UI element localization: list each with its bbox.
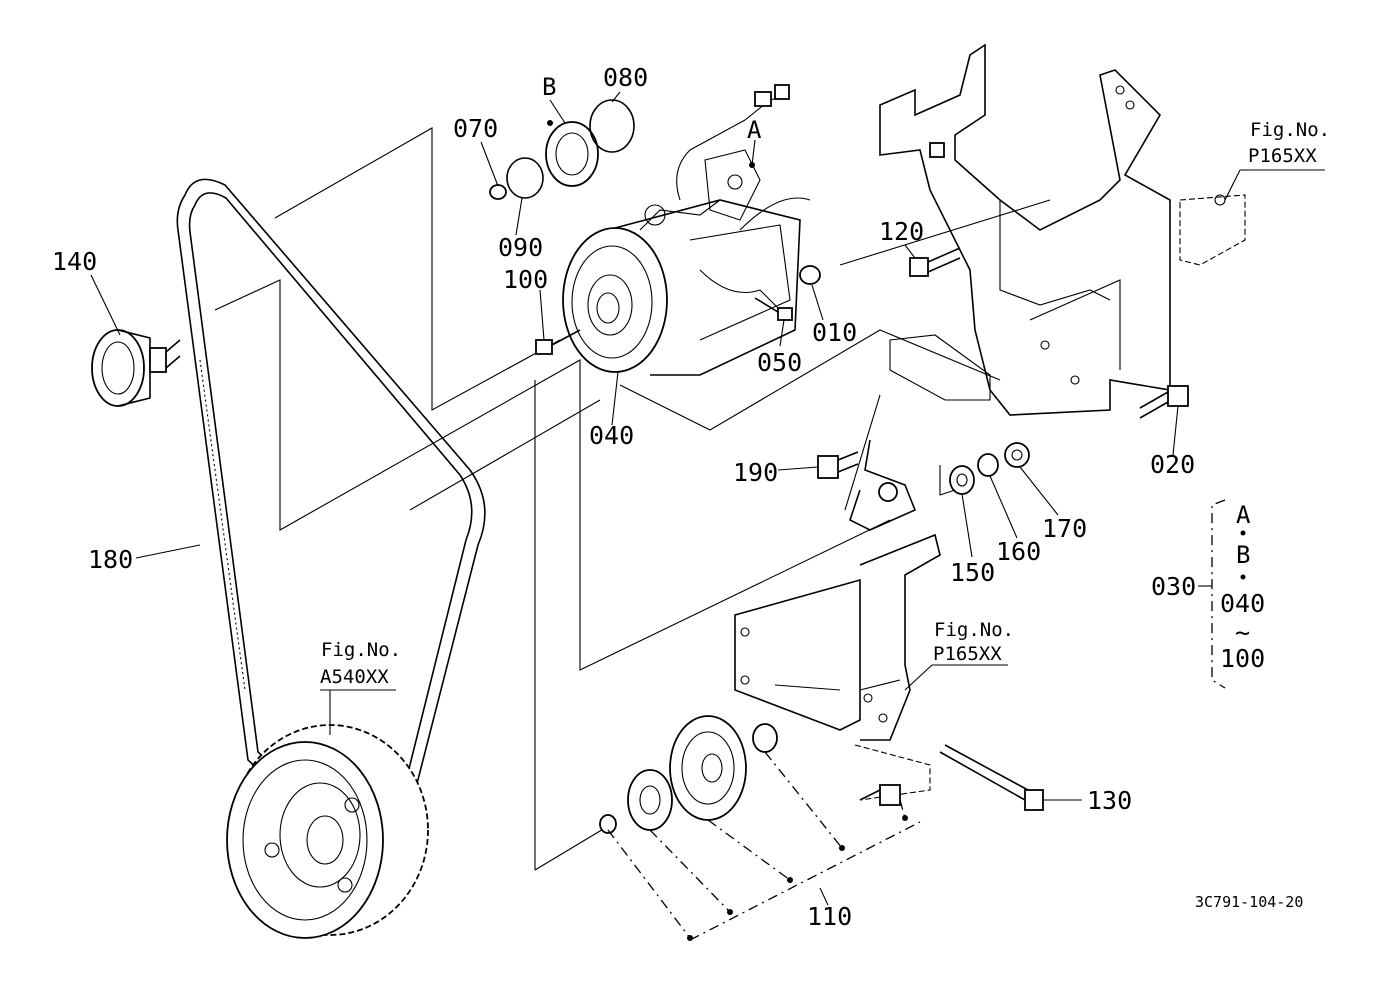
crank-pulley bbox=[226, 724, 429, 939]
kit-item-040: 040 bbox=[1220, 589, 1265, 618]
callout-030: 030 bbox=[1151, 572, 1196, 601]
tension-arm bbox=[817, 394, 917, 531]
callout-080: 080 bbox=[603, 63, 648, 92]
drawing-code: 3C791-104-20 bbox=[1195, 893, 1303, 911]
callout-010: 010 bbox=[812, 318, 857, 347]
kit-030-composition: A B 040 ~ 100 bbox=[1220, 501, 1265, 673]
lower-bracket bbox=[734, 533, 941, 801]
callout-070: 070 bbox=[453, 114, 498, 143]
callout-190: 190 bbox=[733, 458, 778, 487]
leader-lines bbox=[90, 91, 1325, 801]
main-bracket bbox=[879, 43, 1246, 416]
idler-140 bbox=[91, 329, 181, 407]
markers: B A bbox=[542, 73, 762, 144]
v-belt bbox=[176, 178, 486, 869]
callout-050: 050 bbox=[757, 348, 802, 377]
kit-030-brace bbox=[1198, 499, 1226, 689]
kit-range-tilde: ~ bbox=[1235, 618, 1250, 647]
washers bbox=[939, 442, 1030, 496]
fig-ref-label-1: Fig.No. bbox=[1250, 119, 1330, 141]
callout-100: 100 bbox=[503, 265, 548, 294]
callout-020: 020 bbox=[1150, 450, 1195, 479]
bolt-130 bbox=[939, 744, 1044, 811]
compressor-hardware bbox=[489, 99, 821, 355]
callout-040: 040 bbox=[589, 421, 634, 450]
callout-170: 170 bbox=[1042, 514, 1087, 543]
callout-160: 160 bbox=[996, 537, 1041, 566]
kit-item-100: 100 bbox=[1220, 644, 1265, 673]
kit-item-a: A bbox=[1236, 501, 1251, 529]
idler-pulley-110 bbox=[599, 715, 901, 834]
callout-130: 130 bbox=[1087, 786, 1132, 815]
marker-b: B bbox=[542, 73, 556, 101]
marker-a: A bbox=[747, 116, 762, 144]
group-110-lines bbox=[607, 751, 921, 941]
callout-180: 180 bbox=[88, 545, 133, 574]
callout-090: 090 bbox=[498, 233, 543, 262]
bolt-120 bbox=[909, 247, 961, 277]
bolt-020 bbox=[1139, 385, 1189, 419]
construction-lines bbox=[214, 127, 1051, 871]
callout-140: 140 bbox=[52, 247, 97, 276]
fig-ref-number-1: P165XX bbox=[1248, 145, 1317, 167]
figure-references: Fig.No. P165XX Fig.No. A540XX Fig.No. P1… bbox=[320, 119, 1330, 688]
fig-ref-number-2: A540XX bbox=[320, 666, 389, 688]
callout-labels: 140 180 070 080 090 100 040 050 010 120 … bbox=[52, 63, 1196, 931]
callout-110: 110 bbox=[807, 902, 852, 931]
compressor bbox=[562, 84, 811, 376]
callout-150: 150 bbox=[950, 558, 995, 587]
kit-item-b: B bbox=[1236, 541, 1250, 569]
fig-ref-label-2: Fig.No. bbox=[321, 639, 401, 661]
fig-ref-number-3: P165XX bbox=[933, 643, 1002, 665]
fig-ref-label-3: Fig.No. bbox=[934, 619, 1014, 641]
callout-120: 120 bbox=[879, 217, 924, 246]
